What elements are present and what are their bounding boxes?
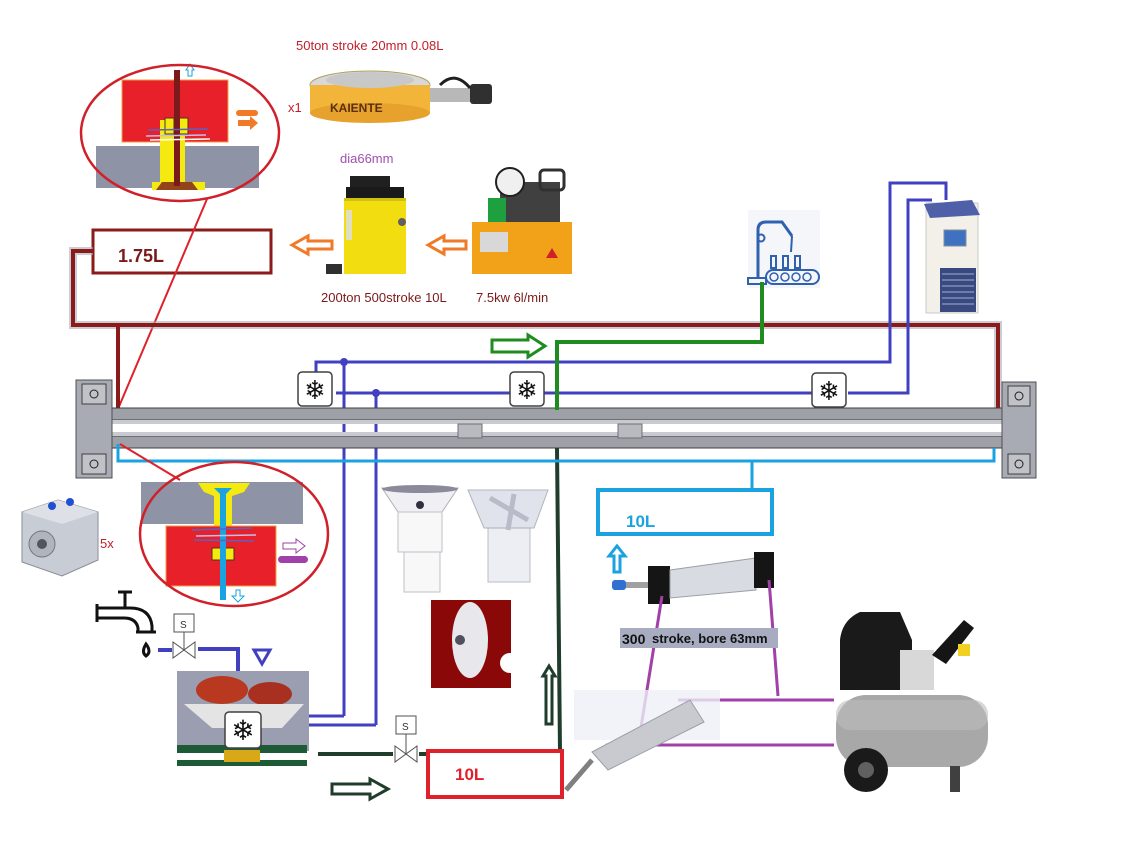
hydraulic-line: [69, 247, 1002, 416]
snowflake-icon: ❄: [231, 714, 254, 747]
small-hydraulic-cylinder: KAIENTE: [309, 70, 492, 123]
compact-pneumatic-cylinder: [21, 498, 99, 577]
coolant-junction-2: [372, 389, 380, 397]
air-compressor: [836, 612, 988, 792]
tank-10l-blue-label: 10L: [626, 512, 655, 531]
blue-arrow-down: [251, 648, 273, 668]
water-tap-icon: [95, 590, 156, 658]
main-beam: [111, 407, 1003, 449]
funnel-part-2: [467, 489, 549, 583]
snowflake-icon: ❄: [304, 376, 326, 406]
left-bearing-block: [75, 379, 113, 479]
pneumatic-cylinder: [612, 552, 774, 604]
robot-arm-icon: [747, 210, 820, 288]
big-cylinder-spec-label: 200ton 500stroke 10L: [321, 290, 447, 305]
small-cylinder-brand: KAIENTE: [330, 101, 383, 115]
orange-arrow-left-2: [288, 233, 334, 257]
right-bearing-block: [1001, 381, 1037, 479]
cooling-node-2: ❄: [509, 371, 545, 407]
funnel-part-3: [431, 600, 520, 688]
hydraulic-pump: [472, 167, 572, 274]
snowflake-icon: ❄: [516, 376, 538, 406]
funnel-part-1: [381, 485, 459, 593]
tank-10l-red: [426, 749, 564, 799]
cooling-node-3: ❄: [811, 372, 847, 408]
callout-bottom-detail: [138, 460, 330, 608]
pump-spec-label: 7.5kw 6l/min: [476, 290, 548, 305]
big-cylinder-dia-label: dia66mm: [340, 151, 393, 166]
coolant-junction-1: [340, 358, 348, 366]
solenoid-valve-2: S: [394, 715, 418, 763]
green-arrow-right: [490, 332, 548, 360]
air-cylinder-spec-num: 300: [622, 631, 646, 647]
water-return-line: [116, 444, 996, 463]
green-line: [555, 282, 764, 410]
cooling-node-crusher: ❄: [224, 711, 262, 749]
snowflake-icon: ❄: [818, 377, 840, 407]
callout-pointer-bottom: [119, 443, 181, 481]
compact-cylinder-qty: 5x: [100, 536, 114, 551]
valve-symbol-label: S: [402, 722, 409, 733]
callout-pointer-top: [114, 198, 208, 417]
blue-arrow-up: [605, 543, 629, 574]
angled-pneumatic-cylinder: [564, 690, 720, 792]
tank-10l-blue: [596, 488, 774, 536]
valve-symbol-label: S: [180, 620, 187, 631]
orange-arrow-left-1: [424, 233, 468, 257]
tank-10l-red-label: 10L: [455, 765, 484, 784]
dark-green-line: [555, 447, 562, 753]
small-cylinder-qty: x1: [288, 100, 302, 115]
big-hydraulic-cylinder: [326, 176, 406, 274]
air-cylinder-label-bg: [620, 628, 778, 648]
callout-top-detail: [79, 63, 281, 203]
air-cylinder-spec-text: stroke, bore 63mm: [652, 631, 768, 646]
solenoid-valve-1: S: [172, 613, 196, 659]
small-cylinder-spec-label: 50ton stroke 20mm 0.08L: [296, 38, 443, 53]
dark-green-arrow-up: [540, 663, 558, 726]
chiller-unit: [924, 200, 980, 314]
cooling-node-1: ❄: [297, 371, 333, 407]
tank-1-75l: [91, 228, 273, 275]
fresh-water-line-2: [198, 647, 240, 672]
tank-1-75l-label: 1.75L: [118, 246, 164, 266]
dark-green-arrow-right: [330, 776, 392, 802]
